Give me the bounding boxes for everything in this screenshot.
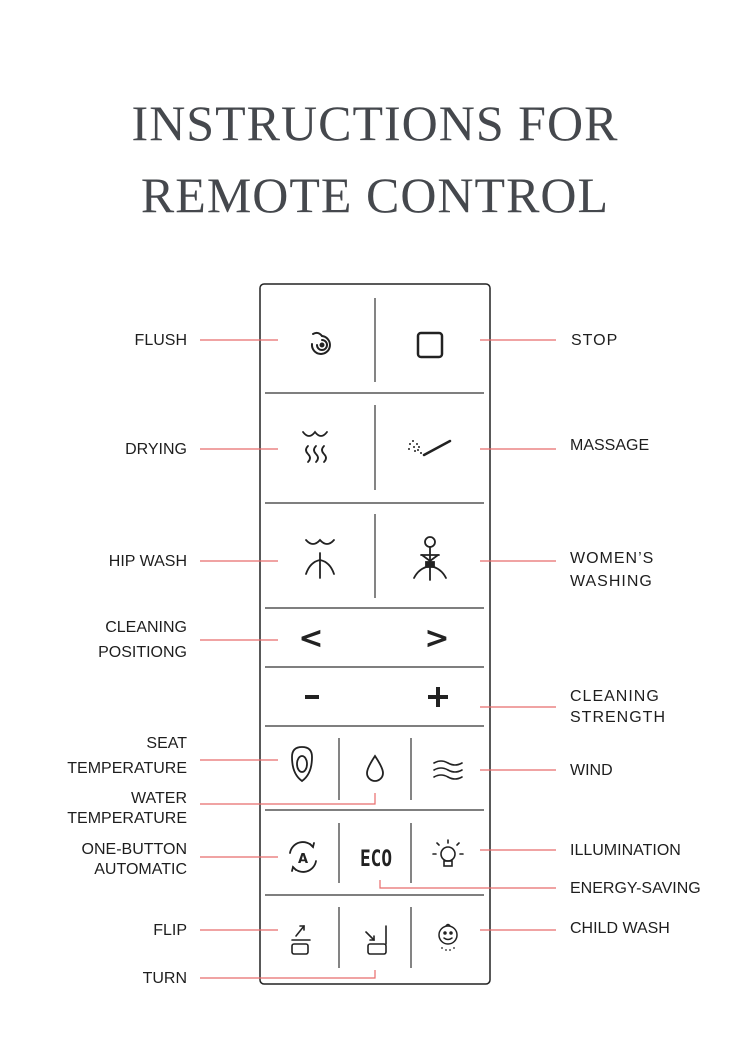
auto-icon[interactable]: [289, 841, 317, 873]
remote-body: [259, 283, 491, 985]
label-flip: FLIP: [153, 922, 187, 939]
label-hip-wash: HIP WASH: [108, 553, 187, 570]
massage-icon[interactable]: [408, 439, 452, 457]
womens-washing-icon[interactable]: [413, 536, 447, 581]
label-stop: STOP: [571, 332, 619, 349]
illumination-icon[interactable]: [432, 839, 464, 867]
stop-icon[interactable]: [416, 331, 444, 359]
label-turn: TURN: [142, 970, 187, 987]
label-cleaning-strength-line-2: STRENGTH: [570, 709, 666, 726]
label-energy-saving: ENERGY-SAVING: [570, 880, 701, 897]
plus-button[interactable]: [428, 687, 448, 707]
turn-icon[interactable]: [365, 925, 387, 955]
label-cleaning-positiong-line-1: CLEANING: [105, 619, 187, 636]
label-cleaning-positiong-line-2: POSITIONG: [98, 644, 187, 661]
hip-wash-icon[interactable]: [305, 538, 335, 579]
label-one-button-automatic-line-2: AUTOMATIC: [94, 861, 187, 878]
label-womens-washing-line-2: WASHING: [570, 573, 653, 590]
label-flush: FLUSH: [134, 332, 187, 349]
seat-temperature-icon[interactable]: [291, 746, 313, 783]
label-drying: DRYING: [125, 441, 187, 458]
page-title-line-2: REMOTE CONTROL: [140, 167, 610, 223]
label-child-wash: CHILD WASH: [570, 920, 670, 937]
drying-icon[interactable]: [302, 430, 328, 463]
label-water-temperature-line-2: TEMPERATURE: [67, 810, 187, 827]
remote-dividers: [265, 298, 484, 968]
auto-icon-letter: A: [298, 852, 308, 867]
eco-icon[interactable]: ECO: [360, 847, 392, 872]
right-arrow-button[interactable]: >: [424, 621, 449, 656]
leader-lines: [200, 339, 556, 979]
label-massage: MASSAGE: [570, 437, 650, 454]
label-water-temperature-line-1: WATER: [131, 790, 187, 807]
water-temperature-icon[interactable]: [366, 754, 384, 782]
label-one-button-automatic-line-1: ONE-BUTTON: [81, 841, 187, 858]
flip-icon[interactable]: [291, 925, 311, 955]
label-seat-temperature-line-2: TEMPERATURE: [67, 760, 187, 777]
label-cleaning-strength-line-1: CLEANING: [570, 688, 660, 705]
label-wind: WIND: [570, 762, 613, 779]
label-illumination: ILLUMINATION: [570, 842, 681, 859]
minus-button[interactable]: [305, 695, 319, 699]
page-title-line-1: INSTRUCTIONS FOR: [131, 95, 619, 151]
flush-icon[interactable]: [310, 331, 331, 355]
wind-icon[interactable]: [433, 760, 463, 780]
left-arrow-button[interactable]: <: [298, 621, 323, 656]
label-seat-temperature-line-1: SEAT: [146, 735, 187, 752]
label-womens-washing-line-1: WOMEN’S: [570, 550, 655, 567]
child-wash-icon[interactable]: [438, 923, 458, 951]
